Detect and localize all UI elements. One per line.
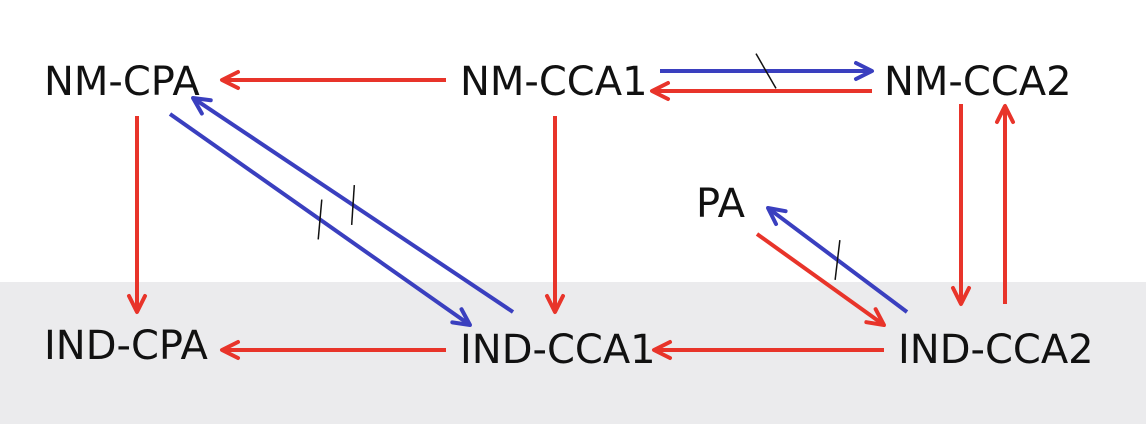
node-ind-cpa: IND-CPA (44, 323, 208, 369)
edge-ind_cca2-pa (766, 206, 909, 314)
edge-shaft (755, 232, 883, 325)
node-pa: PA (696, 181, 745, 227)
node-nm-cca2: NM-CCA2 (884, 59, 1072, 105)
background-band (0, 282, 1146, 424)
arrowhead-icon (951, 286, 971, 306)
edge-nm_cpa-ind_cca1 (168, 112, 472, 327)
edge-shaft (168, 112, 469, 325)
edge-nm_cca1-nm_cpa (220, 70, 446, 90)
arrowhead-icon (127, 294, 147, 314)
node-nm-cca1: NM-CCA1 (460, 59, 648, 105)
slash-icon (834, 240, 841, 280)
edge-pa-ind_cca2 (755, 232, 886, 327)
edge-ind_cca2-nm_cca2 (995, 104, 1015, 304)
arrowhead-icon (545, 294, 565, 314)
arrowhead-icon (220, 340, 240, 360)
arrowhead-icon (995, 104, 1015, 124)
arrowhead-icon (864, 307, 886, 327)
arrowhead-icon (220, 70, 240, 90)
edge-shaft (194, 98, 515, 314)
edge-ind_cca1-ind_cpa (220, 340, 446, 360)
node-ind-cca1: IND-CCA1 (460, 327, 656, 373)
edge-nm_cpa-ind_cpa (127, 116, 147, 314)
node-ind-cca2: IND-CCA2 (898, 327, 1094, 373)
edge-nm_cca1-nm_cca2 (660, 53, 874, 89)
arrowhead-icon (450, 307, 472, 327)
edge-ind_cca1-nm_cpa (191, 96, 515, 314)
arrowhead-icon (854, 61, 874, 81)
edge-ind_cca2-ind_cca1 (652, 340, 884, 360)
arrowhead-icon (650, 81, 670, 101)
slash-icon (755, 53, 777, 89)
edge-shaft (769, 208, 909, 314)
slash-icon (350, 184, 356, 226)
edge-nm_cca2-nm_cca1 (650, 81, 872, 101)
arrowhead-icon (191, 96, 213, 116)
edge-nm_cca2-ind_cca2 (951, 104, 971, 306)
node-nm-cpa: NM-CPA (44, 59, 200, 105)
arrowhead-icon (766, 206, 788, 226)
slash-icon (317, 199, 323, 240)
edge-nm_cca1-ind_cca1 (545, 116, 565, 314)
arrowhead-icon (652, 340, 672, 360)
